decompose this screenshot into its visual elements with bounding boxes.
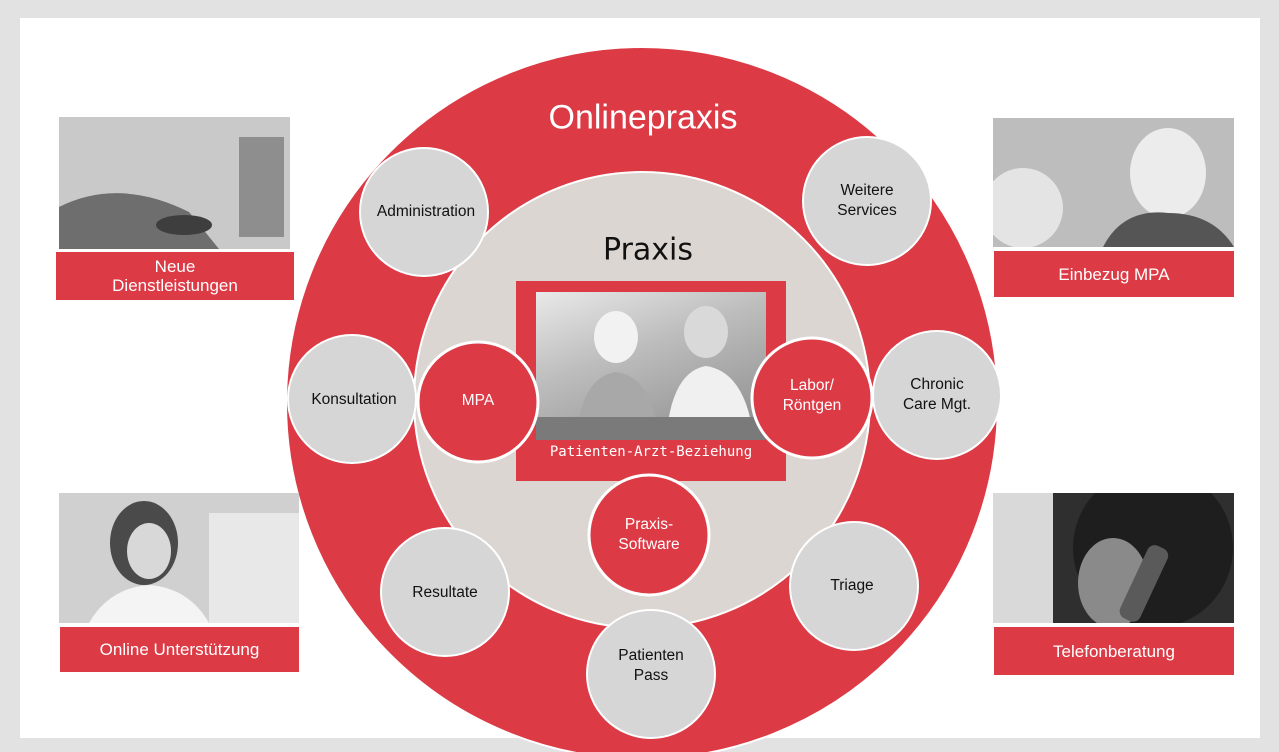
node-resultate-label: Resultate (412, 583, 477, 603)
label-telefonberatung: Telefonberatung (993, 626, 1235, 676)
photo-bottom-left (59, 493, 299, 623)
inner-title: Praxis (603, 232, 693, 268)
online-unterstuetzung-text: Online Unterstützung (99, 640, 260, 659)
software-line2: Software (618, 536, 680, 553)
triage-text: Triage (830, 577, 874, 594)
resultate-text: Resultate (412, 584, 478, 601)
software-line1: Praxis- (624, 516, 674, 533)
center-caption: Patienten-Arzt-Beziehung (549, 444, 753, 460)
outer-title: Onlinepraxis (548, 98, 738, 137)
chronic-line1: Chronic (910, 376, 964, 393)
node-patienten-pass-circle (586, 609, 716, 739)
weitere-line1: Weitere (840, 182, 894, 199)
node-konsultation-label: Konsultation (311, 390, 396, 410)
node-weitere-services-circle (802, 136, 932, 266)
weitere-line2: Services (837, 202, 897, 219)
center-photo (536, 292, 766, 440)
node-mpa-label: MPA (462, 391, 494, 411)
konsultation-text: Konsultation (311, 391, 397, 408)
label-online-unterstuetzung: Online Unterstützung (59, 626, 300, 673)
node-administration-circle (359, 147, 489, 277)
node-konsultation-circle (287, 334, 417, 464)
node-triage-label: Triage (830, 576, 873, 596)
telefonberatung-text: Telefonberatung (1053, 641, 1175, 661)
chronic-line2: Care Mgt. (902, 396, 972, 413)
neue-line2: Dienstleistungen (112, 276, 238, 295)
administration-text: Administration (376, 203, 476, 220)
node-administration-label: Administration (377, 202, 475, 222)
photo-top-right (993, 118, 1234, 247)
patienten-line2: Pass (633, 667, 669, 684)
node-resultate-circle (380, 527, 510, 657)
photo-bottom-right (993, 493, 1234, 623)
node-triage-circle (789, 521, 919, 651)
labor-line2: Röntgen (782, 397, 842, 414)
node-praxis-software-label: Praxis- Software (618, 515, 679, 555)
einbezug-text: Einbezug MPA (1058, 264, 1170, 284)
photo-top-left (59, 117, 290, 249)
neue-line1: Neue (154, 257, 196, 276)
patienten-line1: Patienten (618, 647, 684, 664)
labor-line1: Labor/ (790, 377, 834, 394)
label-einbezug-mpa: Einbezug MPA (993, 250, 1235, 298)
node-labor-label: Labor/Röntgen (783, 376, 842, 416)
mpa-text: MPA (461, 392, 495, 409)
